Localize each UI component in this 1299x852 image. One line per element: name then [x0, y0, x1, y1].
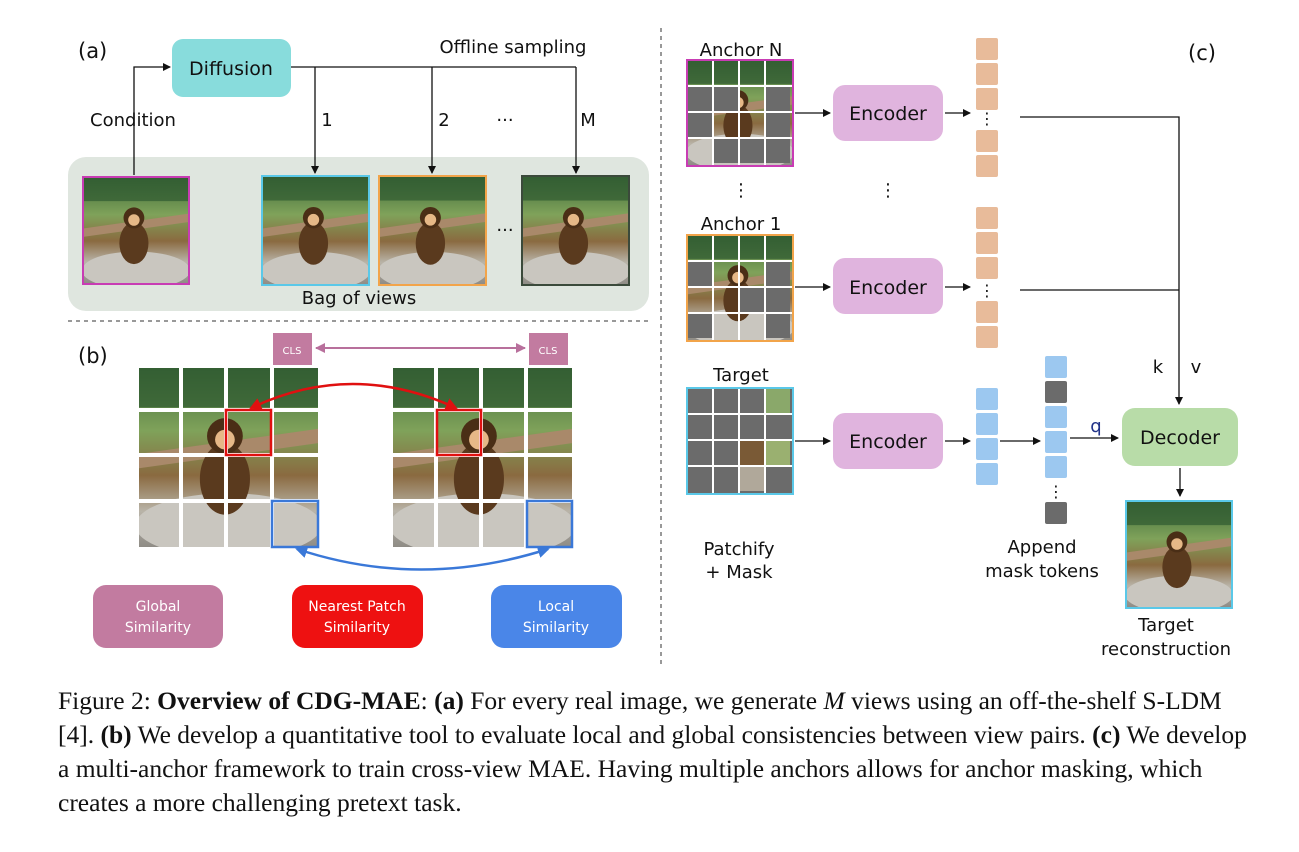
local-similarity-line2: Similarity — [523, 620, 589, 636]
branch-label-2: 2 — [438, 110, 449, 131]
branch-label-ellipsis: ··· — [496, 110, 513, 131]
panel-a: (a) Diffusion Offline sampling Condition… — [68, 37, 649, 311]
anchor-1-image — [688, 236, 792, 340]
views-ellipsis: ··· — [496, 220, 513, 241]
encoder-anchor-n — [833, 85, 943, 141]
right-patch-grid — [393, 368, 572, 547]
caption-b-text: We develop a quantitative tool to evalua… — [137, 720, 1086, 749]
caption-m-symbol: M — [823, 686, 845, 715]
real-image — [84, 178, 188, 283]
global-similarity-line1: Global — [136, 599, 181, 615]
anchor-n-kv-line — [1020, 116, 1183, 405]
anchor-1-label: Anchor 1 — [701, 214, 782, 235]
q-label: q — [1090, 416, 1101, 437]
cls-token-left — [273, 333, 312, 365]
view-image-1 — [263, 177, 368, 284]
anchor-n-border — [686, 59, 794, 167]
view-image-m — [523, 177, 628, 284]
panel-c: (c) Anchor N Anchor 1 Target ⋮ ⋮ — [686, 38, 1238, 660]
target-border — [686, 387, 794, 495]
panel-b: (b) CLS CLS Global Similarity Nearest Pa… — [78, 333, 622, 648]
left-patch-grid — [139, 368, 318, 547]
caption-a-label: (a) — [434, 686, 464, 715]
patchify-line2: + Mask — [705, 562, 773, 583]
cls-token-right — [529, 333, 568, 365]
diffusion-label: Diffusion — [189, 58, 273, 80]
anchor-n-label: Anchor N — [700, 40, 783, 61]
local-similarity-arrow — [295, 546, 550, 571]
nearest-patch-arrow — [249, 382, 458, 410]
caption-b-label: (b) — [100, 720, 132, 749]
reconstruction-image — [1127, 502, 1231, 607]
panel-a-label: (a) — [78, 39, 107, 63]
branch-label-1: 1 — [321, 110, 332, 131]
cls-token-right-label: CLS — [539, 346, 558, 357]
caption-title: Overview of CDG-MAE — [157, 686, 421, 715]
anchor-vdots: ⋮ — [732, 180, 750, 201]
target-label: Target — [712, 365, 769, 386]
anchor-1-tokens — [976, 207, 998, 348]
v-label: v — [1191, 357, 1202, 378]
bag-of-views-label: Bag of views — [302, 288, 416, 309]
global-similarity-line2: Similarity — [125, 620, 191, 636]
encoder-vdots: ⋮ — [879, 180, 897, 201]
view-image-2-border — [378, 175, 487, 286]
global-similarity-pill — [93, 585, 223, 648]
encoder-anchor-1 — [833, 258, 943, 314]
target-reconstruction-line2: reconstruction — [1101, 639, 1231, 660]
left-nearest-patch — [224, 408, 273, 457]
anchor-n-tokens — [976, 38, 998, 177]
view-image-2 — [380, 177, 485, 284]
encoder-anchor-n-label: Encoder — [849, 103, 927, 125]
anchor-1-border — [686, 234, 794, 342]
anchor-n-tokens-vdots: ⋮ — [979, 109, 995, 128]
target-tokens — [976, 388, 998, 485]
appended-tokens — [1045, 356, 1067, 524]
caption-a-text-2: views using an off-the-shelf S-LDM [4]. — [58, 686, 1222, 749]
real-image-border — [82, 176, 190, 285]
diffusion-box — [172, 39, 291, 97]
cls-token-left-label: CLS — [283, 346, 302, 357]
target-reconstruction-line1: Target — [1137, 615, 1194, 636]
right-nearest-patch — [435, 408, 483, 457]
anchor-n-image — [688, 61, 792, 165]
anchor-1-tokens-vdots: ⋮ — [979, 281, 995, 300]
encoder-target — [833, 413, 943, 469]
k-label: k — [1153, 357, 1164, 378]
target-image — [688, 389, 792, 493]
local-similarity-pill — [491, 585, 622, 648]
nearest-patch-line2: Similarity — [324, 620, 390, 636]
view-image-1-border — [261, 175, 370, 286]
reconstruction-border — [1125, 500, 1233, 609]
caption-a-text-1: For every real image, we generate — [470, 686, 818, 715]
encoder-target-label: Encoder — [849, 431, 927, 453]
nearest-patch-line1: Nearest Patch — [308, 599, 405, 615]
append-line2: mask tokens — [985, 561, 1099, 582]
appended-tokens-vdots: ⋮ — [1048, 482, 1064, 501]
caption-figure-number: Figure 2: — [58, 686, 151, 715]
left-local-patch — [270, 499, 320, 549]
branch-label-m: M — [580, 110, 596, 131]
append-line1: Append — [1007, 537, 1076, 558]
figure-diagram: (a) Diffusion Offline sampling Condition… — [68, 28, 1238, 668]
view-image-m-border — [521, 175, 630, 286]
decoder-label: Decoder — [1140, 427, 1220, 449]
panel-c-label: (c) — [1188, 41, 1216, 65]
caption-c-text: We develop a multi-anchor framework to t… — [58, 720, 1247, 817]
condition-label: Condition — [90, 110, 176, 131]
panel-b-label: (b) — [78, 344, 108, 368]
offline-sampling-label: Offline sampling — [440, 37, 587, 58]
figure-caption: Figure 2: Overview of CDG-MAE: (a) For e… — [58, 686, 1247, 817]
nearest-patch-pill — [292, 585, 423, 648]
encoder-anchor-1-label: Encoder — [849, 277, 927, 299]
patchify-line1: Patchify — [703, 539, 774, 560]
decoder-box — [1122, 408, 1238, 466]
condition-arrow — [133, 63, 171, 175]
local-similarity-line1: Local — [538, 599, 574, 615]
caption-c-label: (c) — [1092, 720, 1121, 749]
